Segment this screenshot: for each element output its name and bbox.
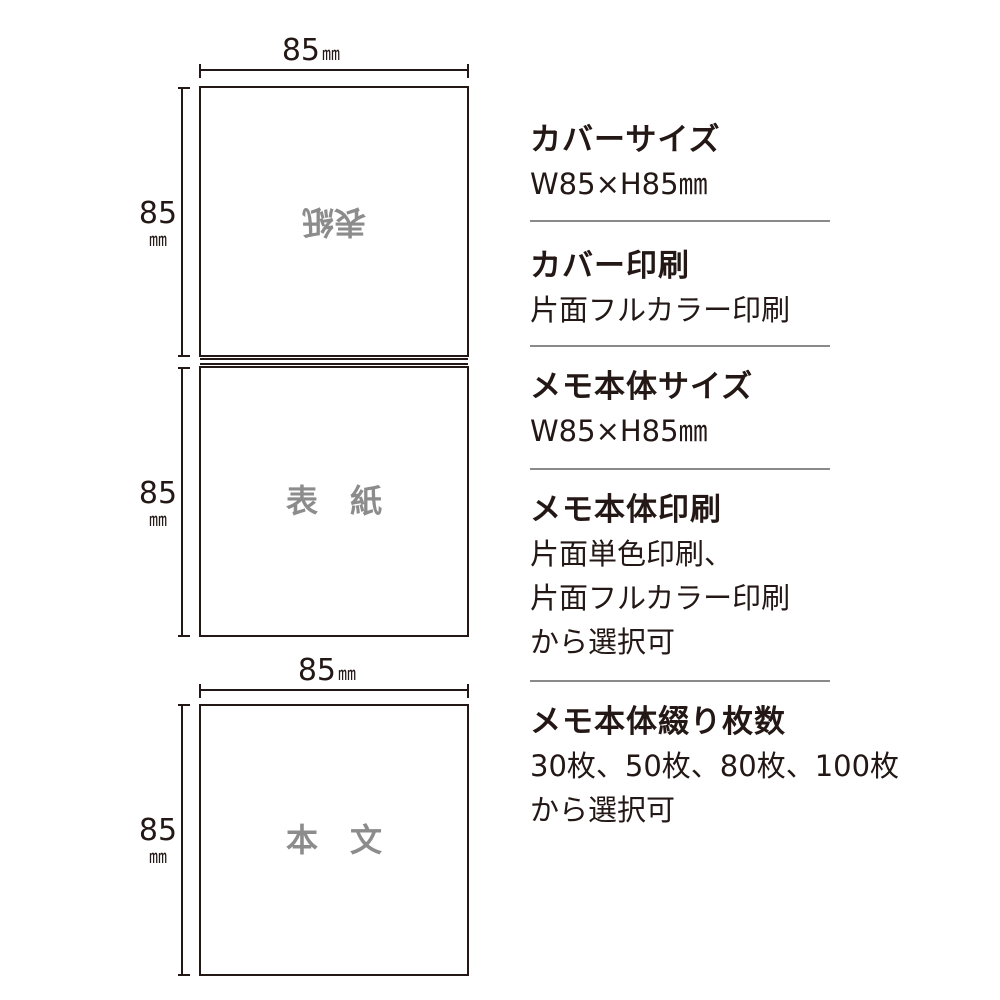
body-height-value: 85 [139, 813, 177, 848]
cover-back-label: 表紙 [302, 203, 366, 241]
cover-back-panel: 表紙 [199, 86, 469, 357]
spec-memo-sheets: メモ本体綴り枚数 30枚、50枚、80枚、100枚 から選択可 [530, 682, 900, 832]
cover-back-height-dimension: 85 ㎜ [139, 87, 190, 357]
spec-value: 30枚、50枚、80枚、100枚 から選択可 [530, 744, 900, 832]
body-width-value: 85 [298, 653, 336, 688]
body-height-dimension: 85 ㎜ [139, 704, 190, 976]
cover-front-panel: 表 紙 [199, 366, 469, 637]
spec-title: メモ本体印刷 [530, 492, 722, 528]
spec-title: メモ本体サイズ [530, 369, 754, 405]
spec-title: カバーサイズ [530, 122, 721, 158]
spec-line: から選択可 [530, 625, 676, 659]
cover-front-height-value: 85 [139, 476, 177, 511]
spec-title: カバー印刷 [530, 248, 690, 284]
spec-line: 片面単色印刷、 [530, 537, 734, 571]
top-width-dimension: 85 ㎜ [199, 33, 469, 78]
spec-cover-size: カバーサイズ W85×H85㎜ [530, 110, 830, 222]
cover-front-height-unit: ㎜ [149, 510, 167, 531]
cover-front-label: 表 紙 [286, 482, 382, 520]
spec-value: 片面フルカラー印刷 [530, 288, 830, 332]
memo-body-label: 本 文 [286, 821, 382, 859]
spec-value: W85×H85㎜ [530, 409, 830, 453]
cover-back-height-value: 85 [139, 196, 177, 231]
memo-body-panel: 本 文 [199, 704, 469, 976]
fold-lines [200, 358, 468, 365]
spec-memo-size: メモ本体サイズ W85×H85㎜ [530, 347, 830, 470]
spec-list: カバーサイズ W85×H85㎜ カバー印刷 片面フルカラー印刷 メモ本体サイズ … [530, 110, 900, 832]
cover-front-height-dimension: 85 ㎜ [139, 367, 190, 637]
spec-line: 30枚、50枚、80枚、100枚 [530, 749, 900, 783]
body-height-unit: ㎜ [149, 847, 167, 868]
spec-value: 片面単色印刷、 片面フルカラー印刷 から選択可 [530, 532, 830, 664]
top-width-value: 85 [282, 33, 320, 68]
spec-cover-print: カバー印刷 片面フルカラー印刷 [530, 222, 830, 347]
top-width-unit: ㎜ [322, 44, 340, 65]
body-width-unit: ㎜ [338, 664, 356, 685]
spec-value: W85×H85㎜ [530, 162, 830, 206]
spec-line: 片面フルカラー印刷 [530, 293, 791, 327]
cover-back-height-unit: ㎜ [149, 230, 167, 251]
spec-title: メモ本体綴り枚数 [530, 704, 786, 740]
spec-line: W85×H85㎜ [530, 167, 708, 201]
body-width-dimension: 85 ㎜ [199, 653, 469, 698]
spec-memo-print: メモ本体印刷 片面単色印刷、 片面フルカラー印刷 から選択可 [530, 470, 830, 682]
spec-line: 片面フルカラー印刷 [530, 581, 791, 615]
spec-line: W85×H85㎜ [530, 414, 708, 448]
spec-line: から選択可 [530, 793, 676, 827]
